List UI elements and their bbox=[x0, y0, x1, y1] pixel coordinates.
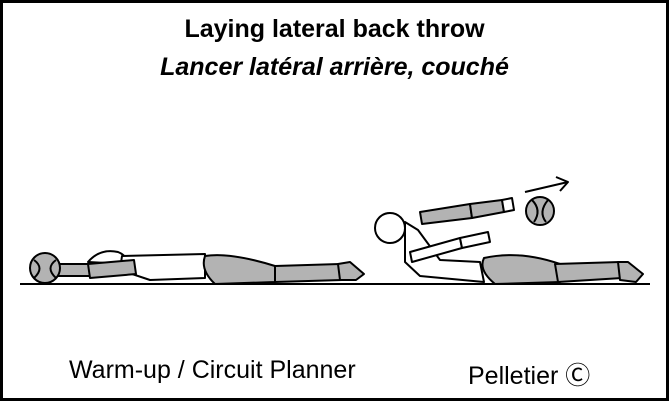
figure-lying bbox=[29, 250, 365, 285]
footer-author: Pelletier Ⓒ bbox=[468, 362, 591, 390]
arrow-icon bbox=[524, 176, 569, 193]
exercise-illustration bbox=[20, 176, 650, 285]
title-english: Laying lateral back throw bbox=[184, 15, 485, 43]
figure-throwing bbox=[374, 176, 644, 285]
footer-planner: Warm-up / Circuit Planner bbox=[69, 356, 356, 384]
title-french: Lancer latéral arrière, couché bbox=[160, 53, 509, 81]
ball-icon bbox=[525, 196, 555, 226]
